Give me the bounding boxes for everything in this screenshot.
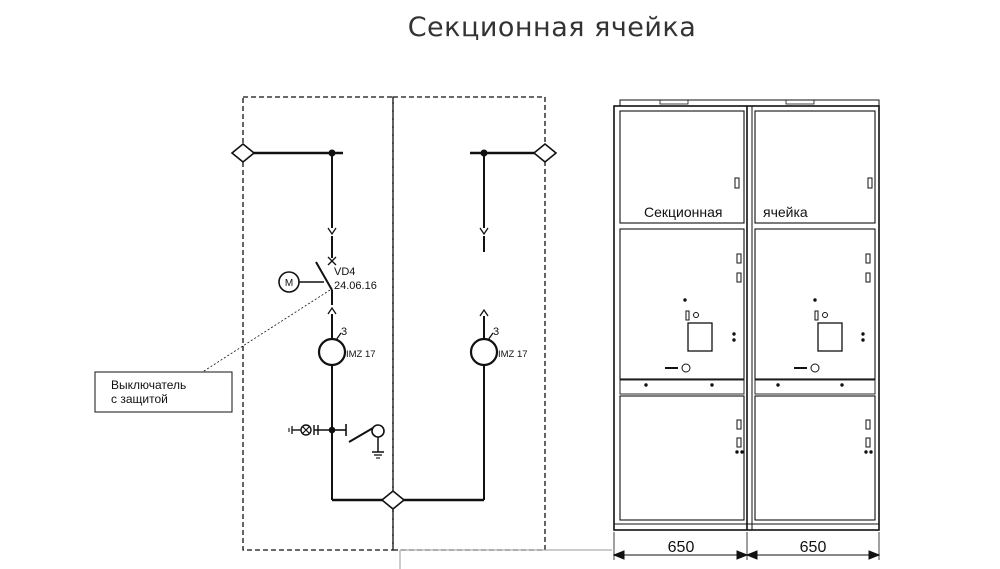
door-handle-icon (736, 253, 742, 264)
rivet (732, 338, 736, 342)
rivet (710, 383, 714, 387)
bus-connector-bottom (380, 489, 406, 511)
control-window-left (687, 322, 713, 352)
lamp-cross (302, 426, 310, 434)
current-transformer-right-icon (469, 337, 499, 367)
breaker-label: VD4 (334, 266, 355, 278)
right-bottom-compartment (754, 395, 876, 521)
ct-tick (487, 332, 494, 341)
cabinet-label-bg (640, 203, 740, 220)
right-top-compartment (754, 110, 876, 224)
rivet (813, 298, 817, 302)
indicator-slot (685, 310, 690, 321)
callout-line1: Выключатель (111, 378, 186, 392)
ct-right-count: 3 (493, 326, 499, 338)
right-breaker-compartment (754, 228, 876, 380)
ct-left-count: 3 (341, 326, 347, 338)
rivet (776, 383, 780, 387)
door-handle-icon (865, 253, 871, 264)
rivet (861, 332, 865, 336)
door-handle-icon (736, 272, 742, 283)
breaker-x-mark (327, 256, 337, 266)
ct-left-label: IMZ 17 (346, 349, 376, 360)
control-window-right (817, 322, 843, 352)
rivet (740, 450, 744, 454)
door-handle-icon (736, 437, 742, 448)
rivet (683, 298, 687, 302)
door-handle-icon (736, 419, 742, 430)
door-handle-icon (867, 177, 873, 189)
rivet (735, 450, 739, 454)
rivet (840, 383, 844, 387)
cabinet-drawing (612, 99, 881, 560)
racking-hole-icon (810, 363, 820, 373)
cabinet-label-right: ячейка (763, 204, 808, 220)
left-top-compartment (619, 110, 745, 224)
control-knob-icon (693, 312, 699, 318)
disconnect-contact (479, 227, 489, 236)
dimension-arrow (736, 550, 749, 560)
door-handle-icon (865, 272, 871, 283)
door-handle-icon (865, 419, 871, 430)
left-bottom-compartment (619, 395, 745, 521)
cabinet-label-bg (760, 203, 820, 220)
right-separator-strip (754, 379, 876, 395)
disconnect-contact (327, 306, 337, 315)
rivet (644, 383, 648, 387)
racking-hole-icon (681, 363, 691, 373)
bus-connector-right (532, 142, 558, 164)
rivet (861, 338, 865, 342)
disconnect-contact (327, 227, 337, 236)
cabinet-top-cap (619, 99, 880, 107)
bus-connector-left (230, 142, 256, 164)
dimension-arrow (745, 550, 758, 560)
schematic (94, 96, 612, 569)
dimension-arrow (868, 550, 881, 560)
disconnect-contact (479, 308, 489, 317)
lifting-eye (785, 99, 815, 105)
callout-line2: с защитой (111, 392, 168, 406)
breaker-blade (315, 261, 333, 291)
dimension-width-right: 650 (800, 539, 827, 556)
left-breaker-compartment (619, 228, 745, 380)
earthing-switch-blade (348, 427, 374, 443)
door-handle-icon (734, 177, 740, 189)
rivet (869, 450, 873, 454)
current-transformer-left-icon (317, 337, 347, 367)
callout-box (94, 371, 233, 413)
callout-leader (189, 289, 331, 381)
earthing-switch-pivot-icon (371, 424, 385, 438)
motor-symbol: M (285, 278, 293, 289)
ct-tick (335, 332, 342, 341)
left-separator-strip (619, 379, 745, 395)
rivet (732, 332, 736, 336)
breaker-date: 24.06.16 (334, 280, 377, 292)
page-title: Секционная ячейка (407, 12, 697, 43)
ct-right-label: IMZ 17 (498, 349, 528, 360)
panel-boundary-left (242, 96, 394, 551)
dimension-width-left: 650 (668, 539, 695, 556)
cabinet-base (613, 523, 880, 531)
cabinet-label-left: Секционная (644, 204, 722, 220)
indicator-slot (814, 310, 819, 321)
rivet (864, 450, 868, 454)
dimension-arrow (612, 550, 625, 560)
control-knob-icon (822, 312, 828, 318)
lifting-eye (659, 99, 689, 105)
panel-boundary-right (392, 96, 546, 551)
door-handle-icon (865, 437, 871, 448)
